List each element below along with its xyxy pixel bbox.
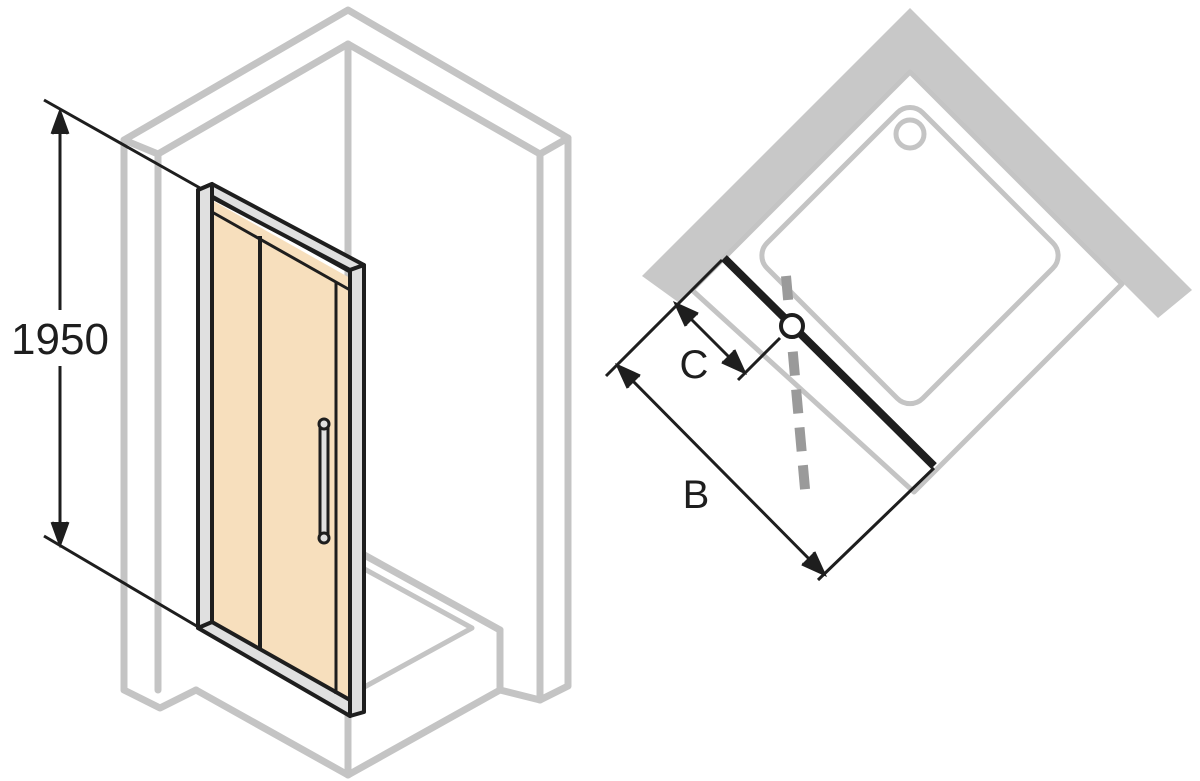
height-label: 1950 (11, 315, 109, 364)
corner-walls (642, 8, 1192, 318)
door-handle (317, 417, 331, 545)
room-outline (120, 6, 572, 779)
tray-outline (689, 69, 1125, 495)
isometric-view: 1950 (0, 6, 572, 779)
dimension-c-label: C (680, 343, 709, 387)
dimension-b-label: B (683, 473, 710, 517)
shower-door (196, 182, 366, 718)
door-panel-plan (721, 255, 937, 469)
plan-view: C B (604, 8, 1192, 582)
pivot-point (779, 313, 805, 339)
plan-dimensions (604, 258, 936, 582)
